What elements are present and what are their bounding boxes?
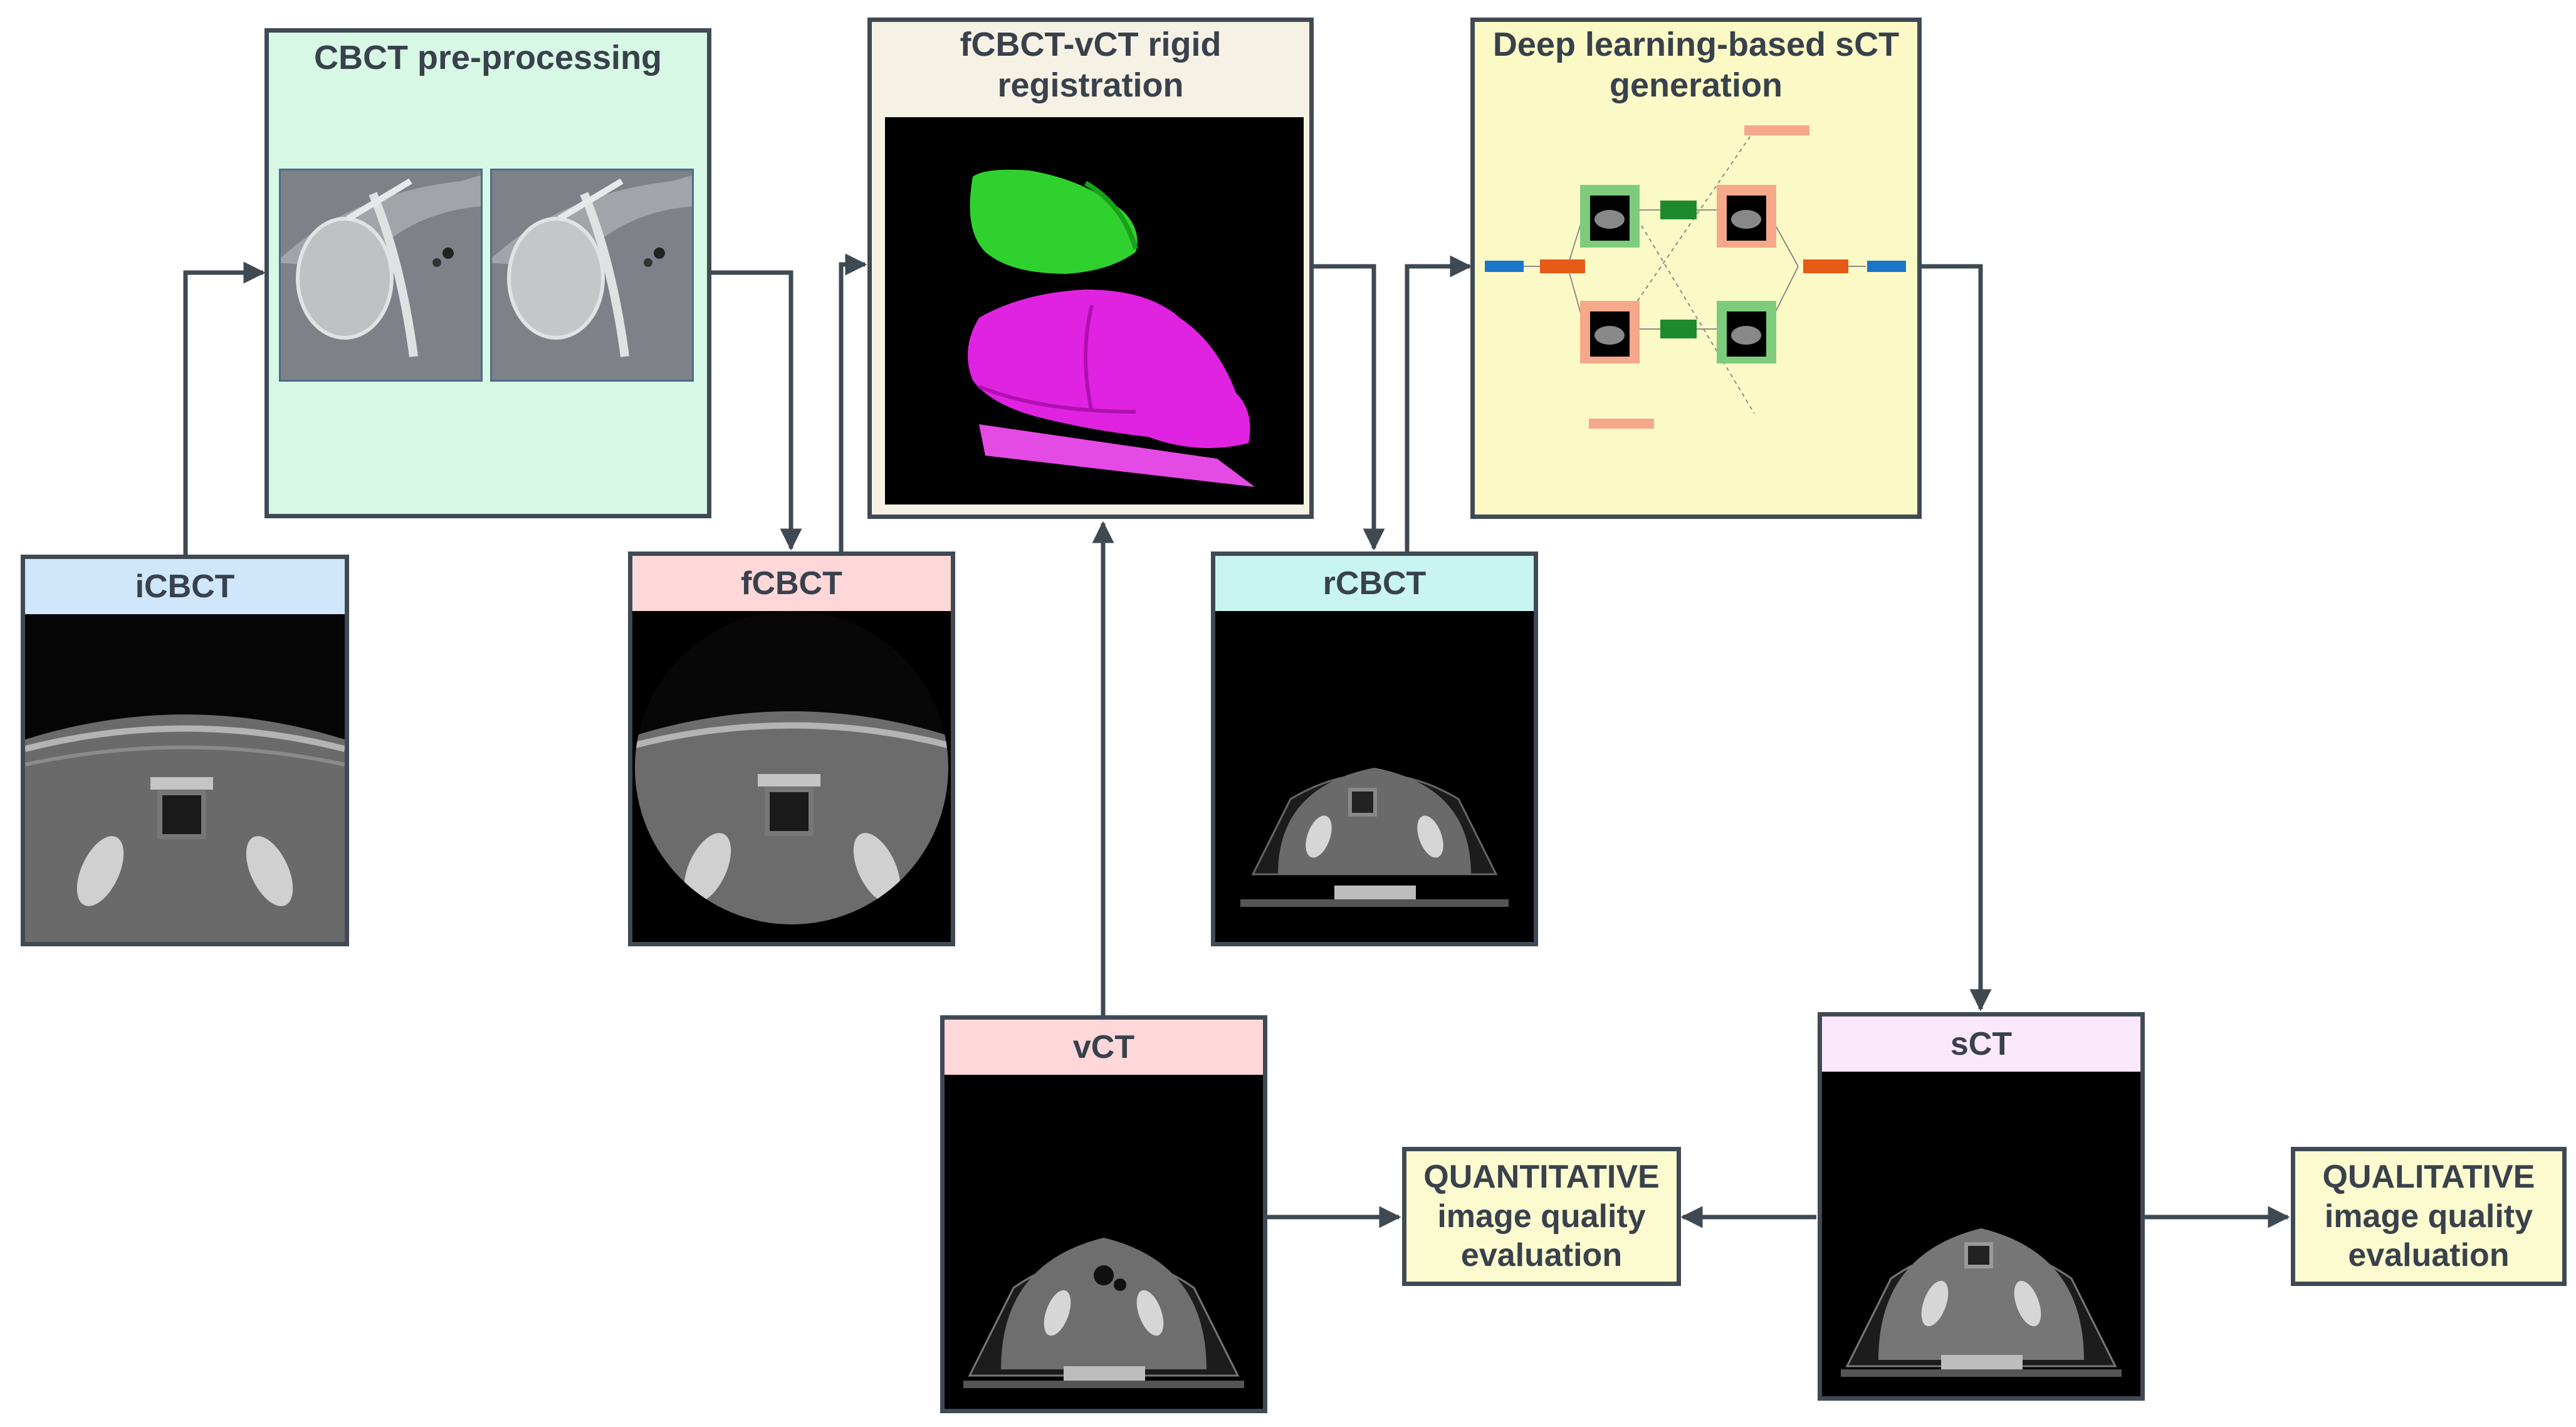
preprocessing-title: CBCT pre-processing: [313, 39, 662, 76]
sct-label: sCT: [1822, 1017, 2140, 1075]
arrow-fcbct-to-registration: [839, 253, 867, 551]
vct-label: vCT: [945, 1020, 1263, 1079]
cyclegan-schematic: [1479, 125, 1914, 432]
qualitative-evaluation-text: QUALITATIVE image quality evaluation: [2322, 1159, 2535, 1274]
vct-image: [945, 1075, 1263, 1409]
registration-title: fCBCT-vCT rigid registration: [960, 26, 1222, 104]
icbct-panel: iCBCT: [21, 555, 349, 946]
dl-sct-title: Deep learning-based sCT generation: [1492, 26, 1900, 104]
preprocessing-image-processed: [490, 169, 694, 382]
sct-image: [1822, 1072, 2140, 1396]
arrow-icbct-to-preprocessing: [183, 261, 266, 555]
vct-panel: vCT: [940, 1015, 1267, 1413]
registration-box: fCBCT-vCT rigid registration: [867, 18, 1314, 519]
preprocessing-image-original: [279, 169, 483, 382]
icbct-image: [25, 614, 345, 942]
preprocessing-box: CBCT pre-processing: [264, 28, 711, 518]
qualitative-evaluation-box: QUALITATIVE image quality evaluation: [2291, 1147, 2567, 1286]
fcbct-panel: fCBCT: [628, 551, 955, 946]
quantitative-evaluation-box: QUANTITATIVE image quality evaluation: [1402, 1147, 1681, 1286]
arrow-preprocessing-to-fcbct: [711, 270, 802, 551]
registration-3d-render: [885, 117, 1304, 504]
arrow-rcbct-to-dl: [1405, 255, 1472, 553]
sct-panel: sCT: [1818, 1012, 2145, 1401]
rcbct-panel: rCBCT: [1211, 551, 1538, 946]
dl-sct-box: Deep learning-based sCT generation: [1470, 18, 1922, 519]
arrow-dl-to-sct: [1921, 264, 1992, 1011]
arrow-registration-to-rcbct: [1313, 264, 1385, 551]
quantitative-evaluation-text: QUANTITATIVE image quality evaluation: [1423, 1159, 1660, 1274]
rcbct-image: [1215, 611, 1534, 942]
icbct-label: iCBCT: [25, 559, 345, 618]
rcbct-label: rCBCT: [1215, 556, 1534, 615]
fcbct-label: fCBCT: [632, 556, 951, 615]
fcbct-image: [632, 611, 951, 942]
